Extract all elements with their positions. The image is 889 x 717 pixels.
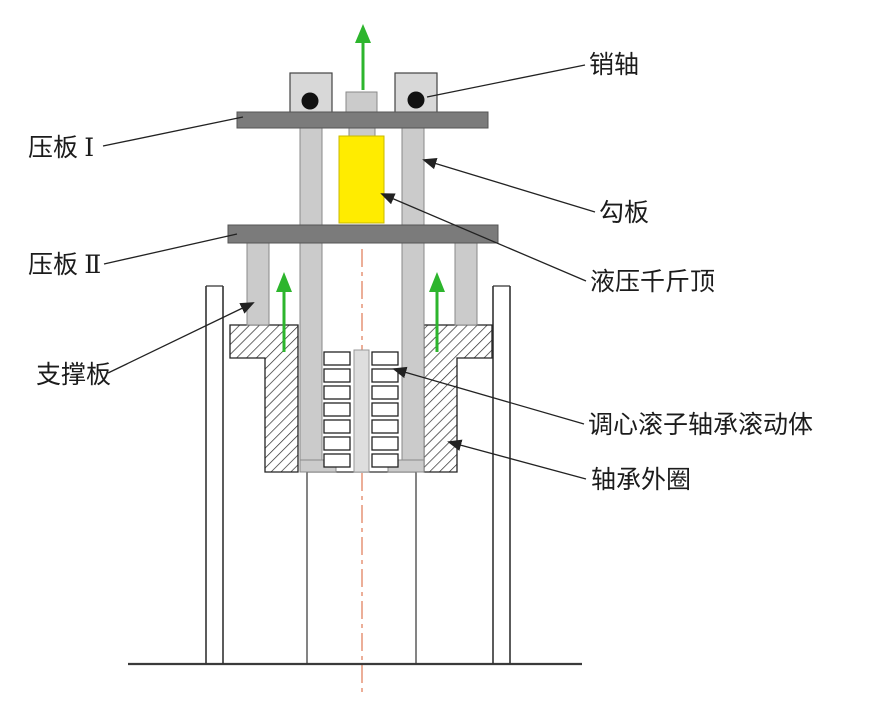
roller: [371, 402, 399, 417]
roller: [323, 351, 351, 366]
leader-hydraulic-jack: [380, 193, 587, 282]
label-plate-1: 压板 Ⅰ: [28, 134, 94, 162]
lift-arrows: [276, 24, 445, 352]
leader-pin-shaft: [426, 64, 586, 98]
roller: [371, 419, 399, 434]
label-rolling-elements: 调心滚子轴承滚动体: [588, 411, 813, 439]
up-arrow-top-head: [355, 24, 371, 43]
roller: [323, 385, 351, 400]
outer-ring-left-section: [229, 324, 299, 473]
label-pin-shaft: 销轴: [589, 51, 639, 79]
leader-support-plate: [107, 302, 255, 374]
bearing-rollers: [323, 349, 399, 473]
roller: [323, 453, 351, 468]
roller: [371, 351, 399, 366]
pressure-plate-1-bar: [236, 111, 489, 129]
label-hook-plate: 勾板: [599, 199, 649, 227]
roller: [323, 368, 351, 383]
leader-plate-1: [102, 116, 244, 147]
jack-stem-top: [345, 91, 378, 113]
hook-plate-left-lower: [299, 242, 323, 471]
up-arrow-left-head: [276, 272, 292, 292]
leader-bearing-outer-ring: [447, 439, 587, 480]
bearing-center-strip: [353, 349, 370, 473]
pressure-plate-2-bar: [227, 224, 499, 244]
hydraulic-jack-body: [338, 135, 385, 224]
hook-plate-right-lower: [401, 242, 425, 471]
leader-plate-2: [103, 233, 238, 265]
leader-rolling-elements: [392, 366, 585, 425]
roller: [371, 453, 399, 468]
roller: [323, 419, 351, 434]
roller: [371, 368, 399, 383]
roller: [371, 436, 399, 451]
label-plate-2: 压板 Ⅱ: [28, 251, 101, 279]
housing-walls: [205, 285, 511, 664]
support-bar-left: [246, 242, 270, 326]
roller: [371, 385, 399, 400]
roller: [323, 402, 351, 417]
outer-ring-right-section: [423, 324, 493, 473]
label-hydraulic-jack: 液压千斤顶: [590, 268, 715, 296]
leader-hook-plate: [422, 157, 596, 213]
support-bar-right: [454, 242, 478, 326]
pin-shaft-right: [407, 91, 425, 109]
up-arrow-right-head: [429, 272, 445, 292]
leader-lines: [102, 64, 596, 480]
pin-shaft-left: [301, 92, 319, 110]
hydraulic-jack-assembly: [338, 91, 385, 224]
label-bearing-outer-ring: 轴承外圈: [591, 466, 691, 494]
pin-blocks: [289, 72, 438, 114]
labels: 销轴 压板 Ⅰ 勾板 压板 Ⅱ 液压千斤顶 支撑板 调心滚子轴承滚动体 轴承外圈: [28, 51, 813, 494]
hook-plate-left-upper: [299, 127, 323, 226]
label-support-plate: 支撑板: [36, 361, 111, 389]
roller: [323, 436, 351, 451]
